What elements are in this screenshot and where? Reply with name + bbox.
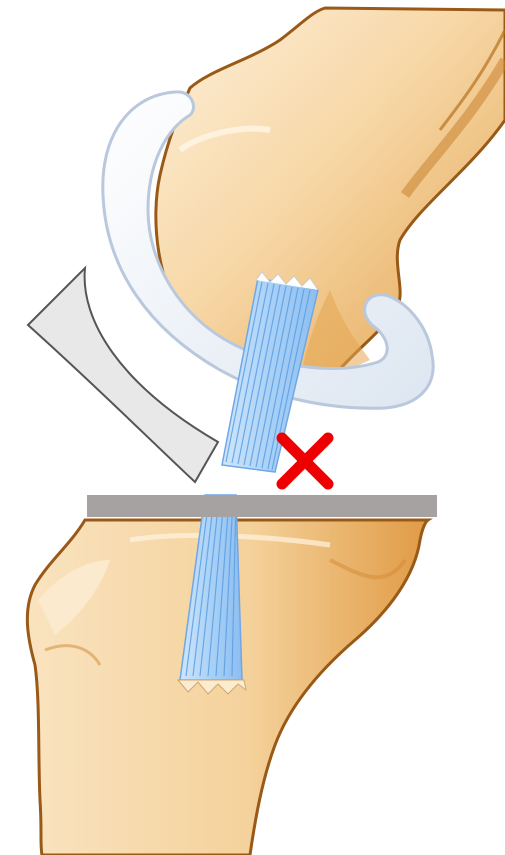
tear-cross-mark <box>282 438 328 484</box>
joint-line-bar <box>87 495 437 517</box>
